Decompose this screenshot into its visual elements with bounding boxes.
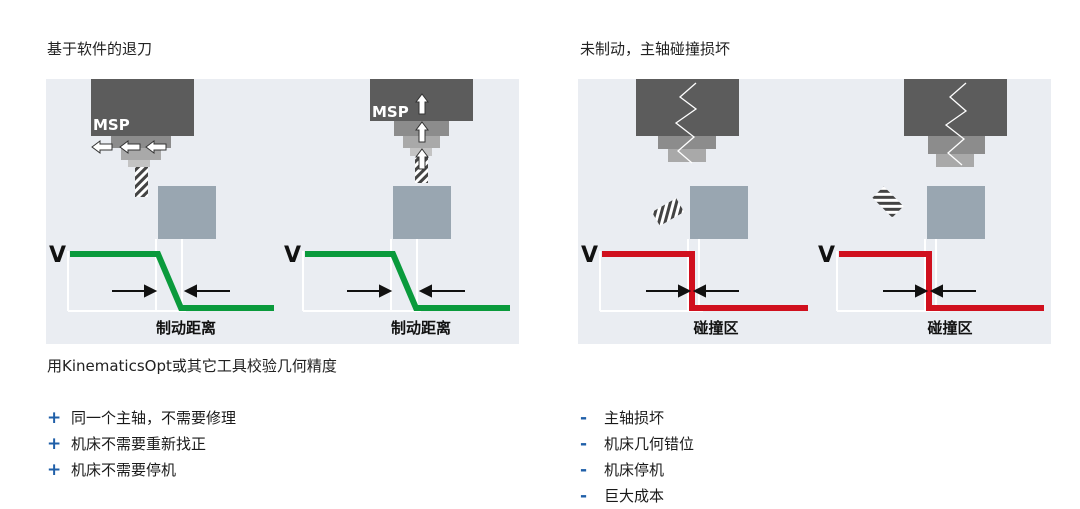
caption-4: 碰撞区 [927, 319, 972, 337]
caption-3: 碰撞区 [693, 319, 738, 337]
list-item-text: 巨大成本 [604, 487, 665, 505]
workpiece [158, 186, 216, 239]
left-subtitle: 用KinematicsOpt或其它工具校验几何精度 [47, 357, 337, 375]
broken-tool [651, 198, 685, 226]
drawbacks-list: - 主轴损坏 - 机床几何错位 - 机床停机 - 巨大成本 [580, 405, 694, 509]
right-title: 未制动，主轴碰撞损坏 [580, 40, 731, 58]
v-label-3: V [581, 243, 598, 268]
scene-3: V 碰撞区 [581, 79, 808, 337]
retract-arrows-left [91, 140, 167, 154]
retract-arrows-up [415, 93, 429, 170]
minus-icon: - [580, 434, 588, 454]
list-item: - 机床停机 [580, 457, 694, 483]
list-item-text: 机床停机 [604, 461, 665, 479]
plus-icon: + [47, 408, 62, 428]
scene-2: MSP V 制动距离 [284, 79, 510, 337]
list-item-text: 机床不需要停机 [71, 461, 177, 479]
v-label-4: V [818, 243, 835, 268]
left-title: 基于软件的退刀 [47, 40, 153, 58]
msp-label-2: MSP [372, 103, 409, 121]
left-diagram-panel: MSP V 制动距离 [46, 79, 519, 344]
list-item: - 主轴损坏 [580, 405, 694, 431]
crack-line [674, 82, 698, 164]
list-item: + 同一个主轴，不需要修理 [47, 405, 236, 431]
left-diagram: MSP V 制动距离 [49, 79, 510, 337]
benefits-list: + 同一个主轴，不需要修理 + 机床不需要重新找正 + 机床不需要停机 [47, 405, 236, 483]
v-label: V [49, 243, 66, 268]
brake-arrows [112, 284, 230, 298]
list-item-text: 同一个主轴，不需要修理 [71, 409, 237, 427]
minus-icon: - [580, 460, 588, 480]
plus-icon: + [47, 434, 62, 454]
right-diagram-panel: V 碰撞区 V [578, 79, 1051, 344]
list-item: + 机床不需要重新找正 [47, 431, 236, 457]
spindle-head [91, 79, 194, 136]
msp-label: MSP [93, 116, 130, 134]
list-item: - 巨大成本 [580, 483, 694, 509]
velocity-curve [70, 251, 274, 311]
scene-1: MSP V 制动距离 [49, 79, 274, 337]
velocity-curve-red [602, 251, 808, 311]
list-item-text: 机床不需要重新找正 [71, 435, 207, 453]
list-item: - 机床几何错位 [580, 431, 694, 457]
minus-icon: - [580, 408, 588, 428]
caption-2: 制动距离 [391, 319, 451, 337]
minus-icon: - [580, 486, 588, 506]
tool-bit [135, 167, 148, 197]
v-label-2: V [284, 243, 301, 268]
list-item-text: 机床几何错位 [604, 435, 695, 453]
list-item-text: 主轴损坏 [604, 409, 665, 427]
scene-4: V 碰撞区 [818, 79, 1044, 337]
plus-icon: + [47, 460, 62, 480]
list-item: + 机床不需要停机 [47, 457, 236, 483]
caption-1: 制动距离 [156, 319, 216, 337]
right-diagram: V 碰撞区 V [581, 79, 1044, 337]
